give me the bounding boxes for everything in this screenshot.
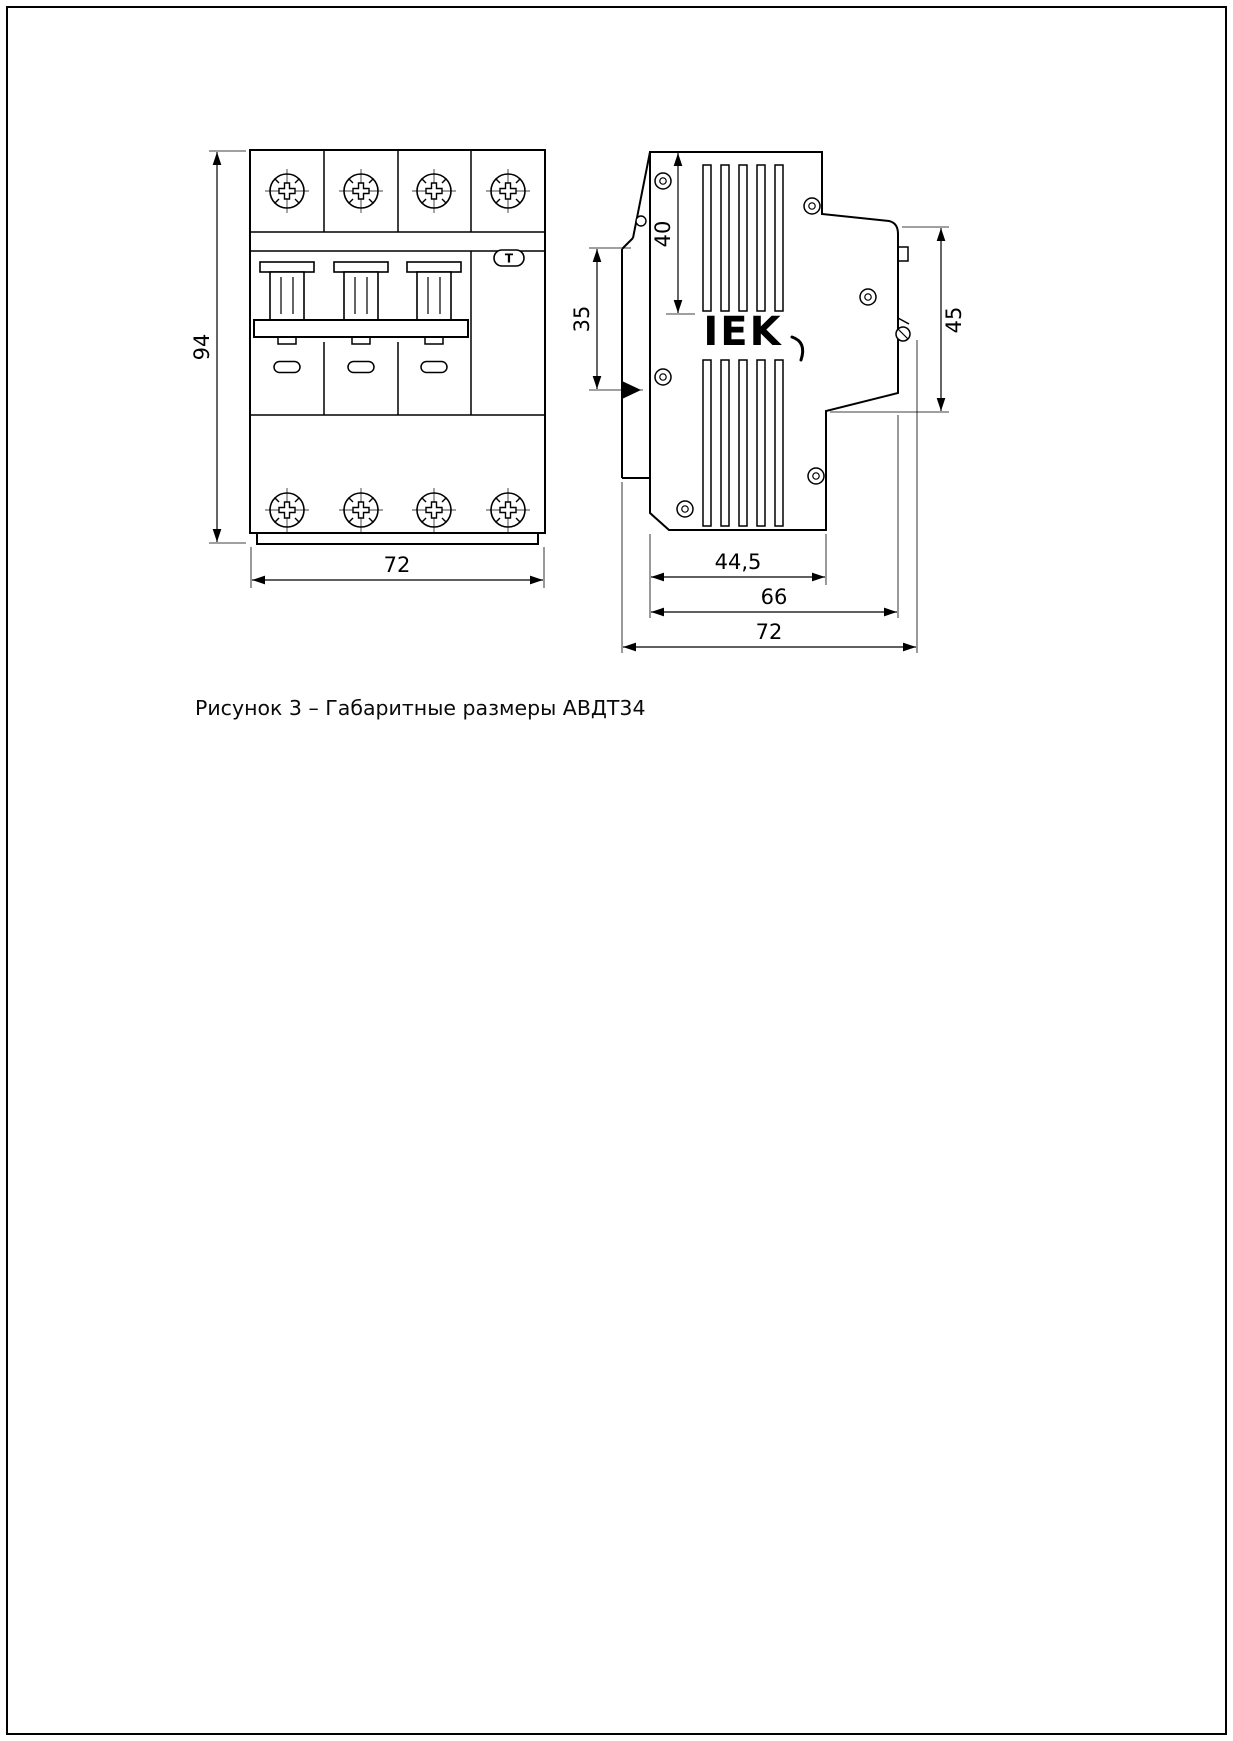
dim-35: 35: [570, 247, 643, 391]
dim-label-94: 94: [190, 334, 214, 361]
dim-label-45: 45: [942, 307, 966, 334]
terminal-slot: [897, 246, 909, 262]
dim-label-72-side: 72: [756, 620, 783, 644]
front-view: T: [249, 149, 546, 545]
window-oval: [273, 360, 301, 374]
dim-44-5: 44,5: [649, 534, 827, 618]
dim-label-35: 35: [570, 306, 594, 333]
dim-label-66: 66: [761, 585, 788, 609]
dim-45: 45: [830, 226, 966, 413]
tie-bar: [253, 319, 469, 338]
rivet: [654, 172, 672, 190]
lever-profile: [790, 335, 805, 362]
dim-40: 40: [651, 153, 695, 315]
test-button: T: [493, 249, 525, 267]
din-lip: [256, 532, 539, 545]
dim-72-front: 72: [250, 547, 545, 588]
dim-label-44-5: 44,5: [715, 550, 762, 574]
dim-label-40: 40: [651, 221, 675, 248]
figure-caption: Рисунок 3 – Габаритные размеры АВДТ34: [195, 696, 646, 720]
dim-label-72-front: 72: [384, 553, 411, 577]
rivet: [654, 368, 672, 386]
window-oval: [420, 360, 448, 374]
dim-94: 94: [190, 150, 246, 544]
vent-ribs-upper: [702, 164, 784, 312]
rivet: [859, 288, 877, 306]
iek-logo: IEK: [703, 309, 782, 355]
vent-ribs-lower: [702, 359, 784, 527]
test-button-label: T: [505, 252, 514, 266]
page-border: [6, 6, 1227, 1735]
dim-72-side: 72: [621, 340, 918, 653]
window-oval: [347, 360, 375, 374]
rivet: [807, 467, 825, 485]
dim-66: 66: [651, 415, 899, 618]
rivet: [676, 500, 694, 518]
side-view: IEK: [621, 151, 911, 531]
rivet: [803, 197, 821, 215]
